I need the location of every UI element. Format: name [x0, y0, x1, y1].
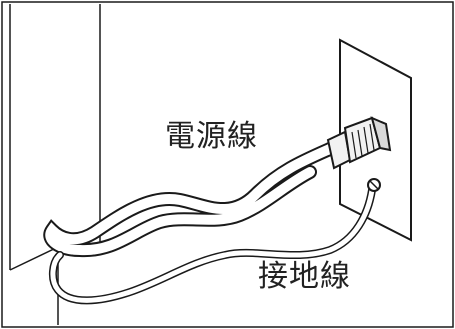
ground-terminal — [367, 178, 381, 192]
ground-wire-label: 接地線 — [258, 259, 351, 294]
power-cord-label: 電源線 — [165, 119, 258, 154]
ground-wire — [49, 186, 376, 305]
power-plug — [326, 116, 392, 170]
power-cord — [43, 141, 339, 258]
